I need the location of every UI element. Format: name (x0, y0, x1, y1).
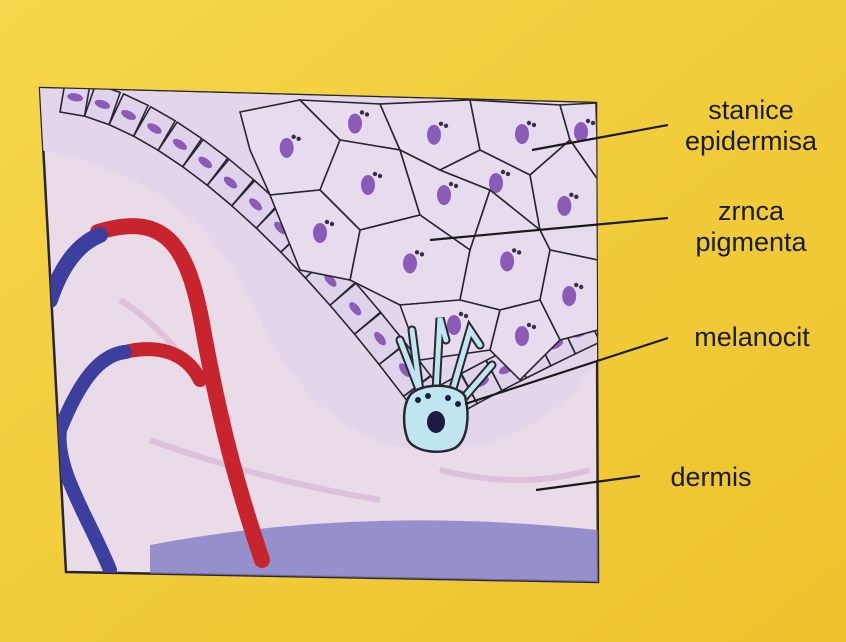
label-epidermis-line2: epidermisa (676, 126, 826, 157)
pigment-granule (579, 285, 583, 289)
pigment-granule (373, 172, 377, 176)
pigment-granule (574, 195, 578, 199)
pigment-granule (532, 325, 536, 329)
pigment-granule (527, 323, 531, 327)
pigment-granule (449, 182, 453, 186)
cell-nucleus (500, 251, 514, 271)
pigment-granule (464, 314, 468, 318)
pigment-granule (420, 252, 424, 256)
cell-nucleus (447, 315, 461, 335)
cell-nucleus (403, 253, 417, 273)
label-pigment-granules: zrnca pigmenta (676, 196, 826, 258)
pigment-granule (532, 123, 536, 127)
pigment-granule (291, 135, 295, 139)
cell-nucleus (427, 125, 441, 145)
label-epidermis-line1: stanice (676, 95, 826, 126)
label-melanocyte: melanocit (672, 322, 832, 353)
cell-nucleus (557, 196, 571, 216)
cell-nucleus (348, 114, 362, 134)
cell-nucleus (515, 124, 529, 144)
cell-nucleus (515, 326, 529, 346)
label-pigment-line2: pigmenta (676, 227, 826, 258)
cell-nucleus (280, 138, 294, 158)
cell-nucleus (437, 185, 451, 205)
pigment-granule (296, 137, 300, 141)
pigment-granule (569, 193, 573, 197)
cell-nucleus (562, 286, 576, 306)
pigment-granule (325, 220, 329, 224)
cell-nucleus (361, 175, 375, 195)
pigment-granule (459, 312, 463, 316)
pigment-granule (506, 172, 510, 176)
pigment-granule (527, 121, 531, 125)
pigment-granule (586, 119, 590, 123)
cell-nucleus (313, 223, 327, 243)
label-dermis: dermis (646, 462, 776, 493)
melanocyte-nucleus (427, 411, 445, 433)
pigment-granule (439, 122, 443, 126)
pigment-granule (591, 121, 595, 125)
pigment-granule (444, 124, 448, 128)
pigment-granule (501, 170, 505, 174)
pigment-granule (454, 184, 458, 188)
pigment-granule (365, 112, 369, 116)
pigment-granule (360, 110, 364, 114)
pigment-granule (512, 248, 516, 252)
pigment-granule (415, 250, 419, 254)
pigment-granule (574, 283, 578, 287)
pigment-granule (378, 174, 382, 178)
label-epidermis-cells: stanice epidermisa (676, 95, 826, 157)
pigment-granule (517, 250, 521, 254)
label-pigment-line1: zrnca (676, 196, 826, 227)
pigment-granule (330, 222, 334, 226)
